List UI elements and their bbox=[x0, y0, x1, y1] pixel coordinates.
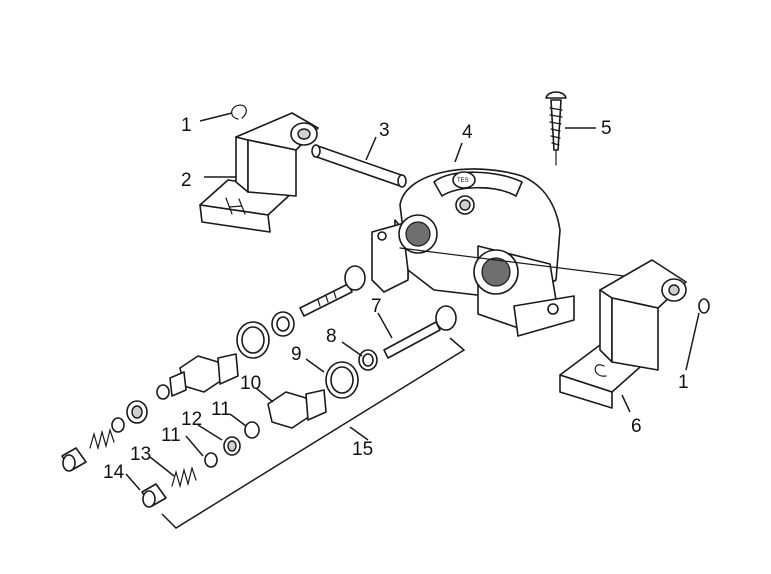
snap-ring-upper bbox=[231, 104, 247, 120]
cap-upper bbox=[126, 400, 148, 424]
plug-lower bbox=[141, 483, 167, 508]
washer-lower-b bbox=[204, 452, 218, 468]
spring-upper bbox=[89, 427, 115, 451]
callout-15: 15 bbox=[352, 439, 373, 460]
housing-stamp: TES bbox=[457, 178, 469, 184]
o-ring-lower bbox=[358, 349, 378, 371]
callout-3: 3 bbox=[379, 120, 390, 141]
bracket-h bbox=[199, 112, 319, 233]
assembly-bracket bbox=[161, 337, 466, 529]
washer-lower-a bbox=[244, 421, 260, 439]
callout-2: 2 bbox=[181, 170, 192, 191]
valve-stem-upper bbox=[299, 265, 366, 317]
hex-plug-lower bbox=[267, 389, 327, 429]
wood-screw bbox=[545, 91, 567, 166]
hex-plug-upper bbox=[169, 353, 239, 397]
o-ring-upper bbox=[271, 311, 295, 337]
callout-10: 10 bbox=[240, 373, 261, 394]
callout-5: 5 bbox=[601, 118, 612, 139]
washer-upper bbox=[156, 384, 170, 400]
callout-1-lower: 1 bbox=[678, 372, 689, 393]
ring-upper bbox=[111, 417, 125, 433]
callout-6: 6 bbox=[631, 416, 642, 437]
backup-ring-upper bbox=[236, 321, 270, 359]
backup-ring-lower bbox=[325, 361, 359, 399]
callout-11-a: 11 bbox=[211, 399, 231, 420]
callout-7: 7 bbox=[371, 296, 382, 317]
pin bbox=[311, 144, 407, 188]
cap-lower bbox=[223, 436, 241, 456]
valve-stem-lower bbox=[383, 305, 457, 359]
snap-ring-lower bbox=[698, 298, 710, 314]
callout-14: 14 bbox=[103, 462, 125, 483]
callouts: 1 2 3 4 5 1 6 7 8 9 10 11 12 11 13 14 15 bbox=[103, 115, 689, 483]
callout-1-upper: 1 bbox=[181, 115, 192, 136]
callout-4: 4 bbox=[462, 122, 473, 143]
plug-upper bbox=[61, 447, 87, 472]
callout-13: 13 bbox=[130, 444, 151, 465]
leader-lines bbox=[125, 112, 700, 491]
callout-8: 8 bbox=[326, 326, 337, 347]
bracket-c bbox=[559, 259, 687, 409]
callout-12: 12 bbox=[181, 409, 202, 430]
callout-11-b: 11 bbox=[161, 425, 181, 446]
center-line bbox=[399, 247, 641, 279]
valve-housing: TES bbox=[371, 168, 575, 337]
spring-lower bbox=[171, 465, 197, 489]
callout-9: 9 bbox=[291, 344, 302, 365]
